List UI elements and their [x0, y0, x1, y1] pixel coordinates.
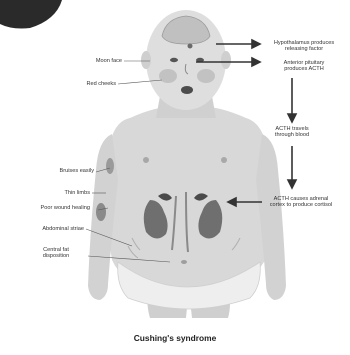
label-hypothalamus-line2: releasing factor — [258, 46, 350, 52]
pituitary — [188, 44, 193, 49]
label-adrenal-line2: cortex to produce cortisol — [254, 202, 348, 208]
caption: Cushing's syndrome — [0, 333, 350, 343]
label-pituitary-line2: produces ACTH — [258, 66, 350, 72]
label-central-fat: Central fat disposition — [26, 247, 86, 260]
label-adrenal: ACTH causes adrenal cortex to produce co… — [254, 196, 348, 209]
wound — [96, 203, 106, 221]
child-figure — [88, 10, 286, 318]
nipple-right — [221, 157, 227, 163]
label-poor-healing: Poor wound healing — [14, 205, 90, 211]
cheek-right — [197, 69, 215, 83]
cheek-left — [159, 69, 177, 83]
label-thin-limbs: Thin limbs — [36, 190, 90, 196]
bruise — [106, 158, 114, 174]
torso — [107, 106, 270, 296]
right-arm — [256, 134, 286, 300]
ear-right — [221, 51, 231, 69]
nipple-left — [143, 157, 149, 163]
eye-left — [170, 58, 178, 62]
label-red-cheeks: Red cheeks — [64, 81, 116, 87]
label-pituitary: Anterior pituitary produces ACTH — [258, 60, 350, 73]
navel — [181, 260, 187, 264]
label-bruises: Bruises easily — [30, 168, 94, 174]
label-acth-blood-line2: through blood — [258, 132, 326, 138]
label-acth-blood: ACTH travels through blood — [258, 126, 326, 139]
label-moon-face: Moon face — [70, 58, 122, 64]
label-central-fat-line2: disposition — [26, 253, 86, 259]
mouth — [181, 86, 193, 94]
ear-left — [141, 51, 151, 69]
corner-shape — [0, 0, 62, 29]
label-striae: Abdominal striae — [16, 226, 84, 232]
label-hypothalamus: Hypothalamus produces releasing factor — [258, 40, 350, 53]
